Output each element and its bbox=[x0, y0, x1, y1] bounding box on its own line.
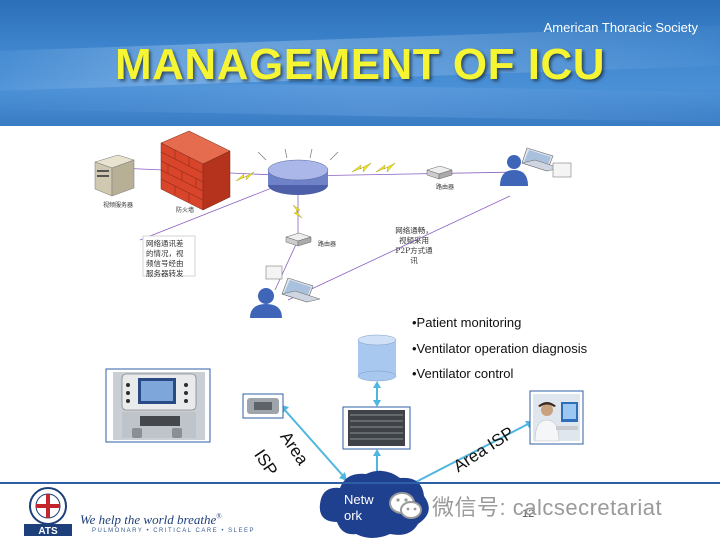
ats-logo: ATS bbox=[24, 487, 72, 536]
bullet-patient-monitoring: •Patient monitoring bbox=[412, 315, 522, 330]
server-rack-photo bbox=[342, 406, 411, 450]
p2p-note-line: 讯 bbox=[410, 256, 418, 265]
icu-user-icon bbox=[250, 265, 321, 318]
lightning-icon bbox=[235, 162, 396, 219]
ats-logo-text: ATS bbox=[38, 526, 58, 536]
server-icon bbox=[94, 154, 135, 197]
wechat-icon bbox=[389, 492, 422, 519]
footer-specialties: PULMONARY • CRITICAL CARE • SLEEP bbox=[92, 528, 255, 534]
right-router-label: 路由器 bbox=[436, 183, 454, 191]
p2p-note: 网络通畅， 视频采用 P2P方式通 讯 bbox=[390, 226, 438, 266]
p2p-note-line: 视频采用 bbox=[399, 236, 429, 245]
left-router-label: 路由器 bbox=[318, 240, 336, 248]
relay-note-box bbox=[142, 235, 196, 277]
society-name: American Thoracic Society bbox=[543, 20, 698, 35]
relay-note-line: 的情况，视 bbox=[146, 249, 184, 258]
firewall-label: 防火墙 bbox=[176, 206, 194, 214]
footer-divider bbox=[0, 482, 720, 484]
slide-title: MANAGEMENT OF ICU bbox=[114, 40, 606, 89]
remote-user-icon bbox=[500, 147, 572, 186]
header-banner: American Thoracic Society MANAGEMENT OF … bbox=[0, 0, 720, 126]
bullet-ventilator-diagnosis: •Ventilator operation diagnosis bbox=[412, 341, 588, 356]
wechat-watermark: 微信号: calcsecretariat bbox=[388, 488, 662, 524]
page-number: 12 bbox=[522, 508, 535, 520]
monitor-module-photo bbox=[242, 393, 284, 419]
ventilator-photo bbox=[105, 368, 211, 443]
p2p-note-line: P2P方式通 bbox=[395, 246, 433, 255]
footer-tagline: We help the world breathe® bbox=[80, 512, 222, 528]
doctor-photo bbox=[529, 390, 584, 445]
server-label: 视频服务器 bbox=[103, 201, 133, 209]
relay-note: 网络通讯差 的情况，视 频信号经由 服务器转发 bbox=[146, 239, 184, 279]
network-cloud-label: Network bbox=[344, 492, 374, 523]
trademark-mark: ® bbox=[216, 512, 222, 521]
watermark-text: 微信号: calcsecretariat bbox=[432, 495, 663, 520]
right-router-icon bbox=[426, 165, 453, 180]
bullet-ventilator-control: •Ventilator control bbox=[412, 366, 514, 381]
network-cloud-icon bbox=[319, 470, 429, 538]
relay-note-line: 服务器转发 bbox=[146, 269, 184, 278]
footer-tagline-text: We help the world breathe bbox=[80, 512, 217, 527]
relay-note-line: 频信号经由 bbox=[146, 259, 184, 268]
p2p-note-line: 网络通畅， bbox=[395, 226, 433, 235]
left-router-icon bbox=[285, 232, 312, 247]
relay-note-line: 网络通讯差 bbox=[146, 239, 184, 248]
icu-network-diagram: 视频服务器 防火墙 bbox=[94, 130, 584, 538]
core-router-icon bbox=[257, 148, 339, 195]
firewall-icon bbox=[160, 130, 231, 211]
database-icon bbox=[357, 334, 397, 382]
